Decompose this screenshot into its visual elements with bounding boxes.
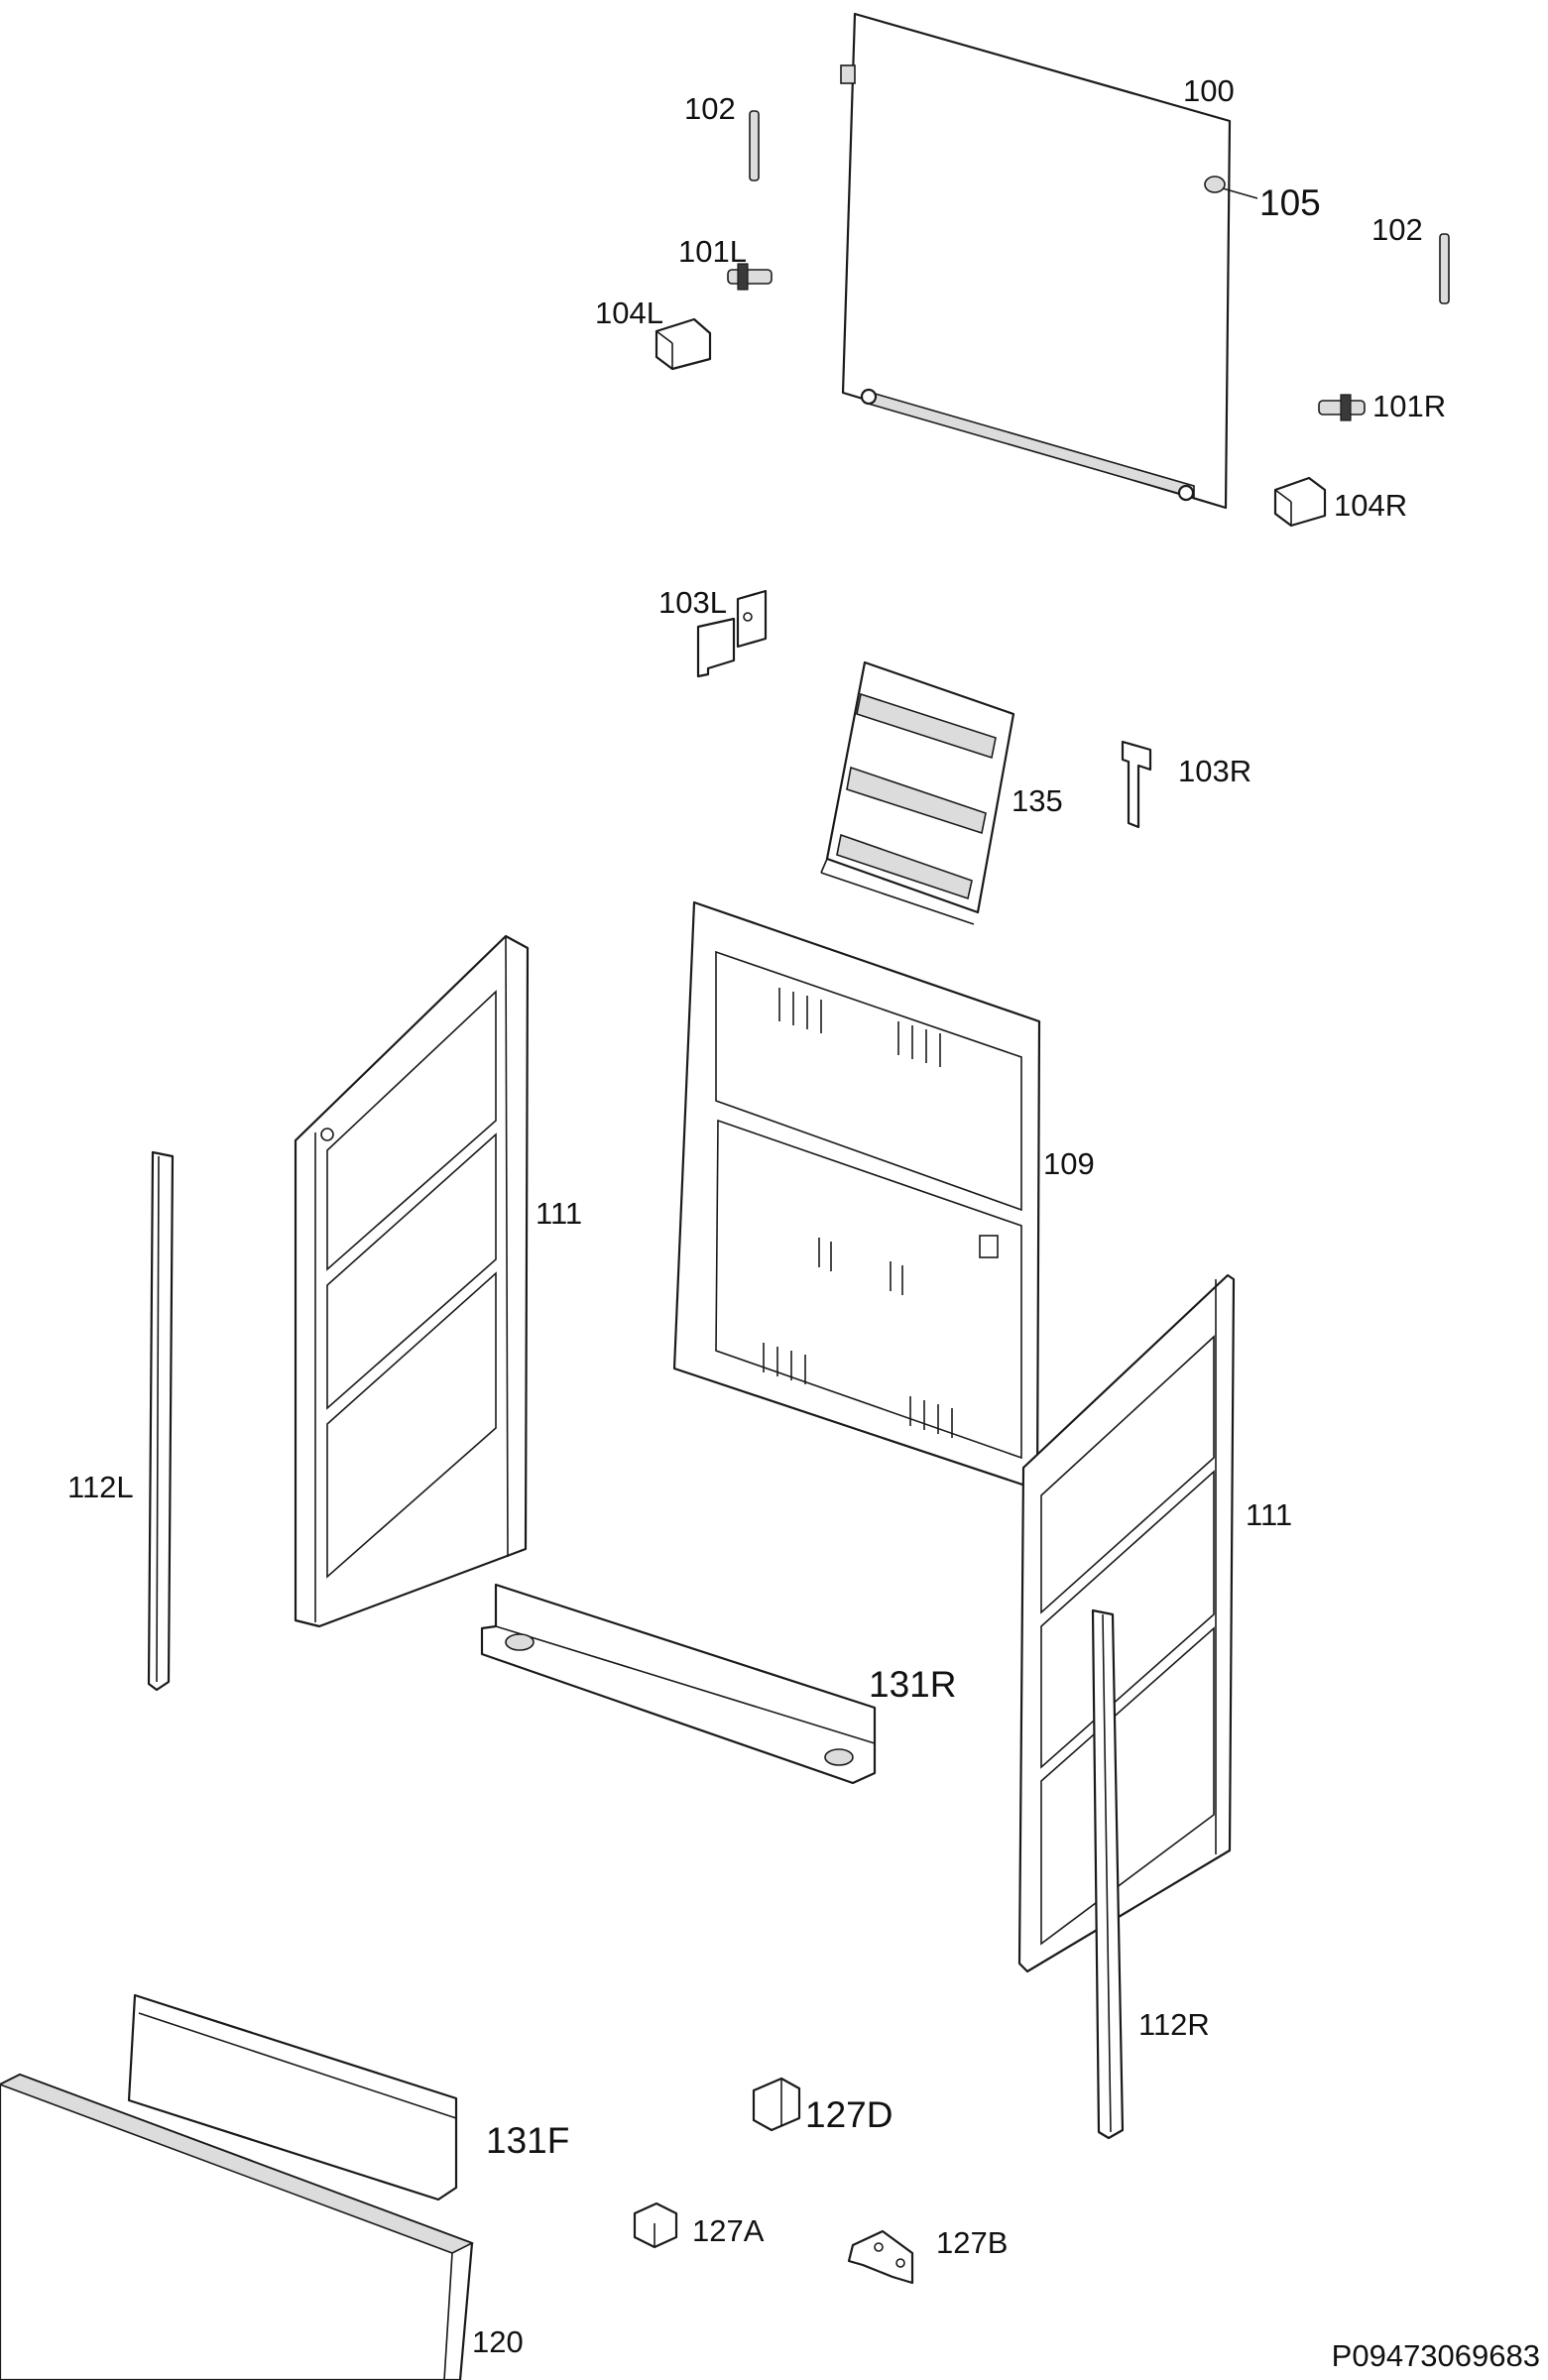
label-103L: 103L: [658, 585, 727, 620]
label-102-right: 102: [1371, 212, 1423, 247]
label-127A: 127A: [692, 2213, 765, 2248]
part-135-shield[interactable]: [820, 660, 1015, 925]
part-127B-bracket[interactable]: [847, 2229, 914, 2285]
label-105: 105: [1259, 182, 1321, 223]
drawing-reference-number: P09473069683: [1331, 2338, 1540, 2373]
part-103R-bracket[interactable]: [1121, 740, 1152, 829]
part-102-right[interactable]: [1439, 233, 1450, 304]
part-112L-strip[interactable]: [147, 1150, 175, 1692]
label-111-right: 111: [1246, 1497, 1293, 1532]
part-127A-block[interactable]: [633, 2202, 678, 2249]
part-101R-pin[interactable]: [1318, 394, 1366, 421]
label-127D: 127D: [805, 2094, 893, 2135]
part-101L-pin[interactable]: [727, 263, 773, 291]
part-102-left[interactable]: [749, 110, 760, 181]
part-127D-clip[interactable]: [752, 2077, 801, 2132]
part-131F-rail[interactable]: [127, 1993, 458, 2202]
label-135: 135: [1012, 783, 1063, 818]
part-112R-strip[interactable]: [1091, 1608, 1125, 2140]
label-103R: 103R: [1178, 754, 1252, 788]
part-104R-block[interactable]: [1273, 476, 1327, 528]
label-109: 109: [1043, 1146, 1095, 1181]
label-101L: 101L: [678, 234, 747, 269]
part-100-panel[interactable]: [840, 12, 1232, 510]
label-111-left: 111: [536, 1196, 583, 1231]
label-131F: 131F: [486, 2120, 570, 2161]
part-105[interactable]: [1204, 176, 1258, 199]
label-100: 100: [1183, 73, 1235, 108]
label-104R: 104R: [1334, 488, 1408, 523]
label-112R: 112R: [1138, 2007, 1210, 2042]
label-127B: 127B: [936, 2225, 1009, 2260]
part-120-kickplate[interactable]: [0, 2073, 475, 2380]
label-102-left: 102: [684, 91, 736, 126]
part-103L-bracket[interactable]: [696, 589, 768, 678]
label-101R: 101R: [1372, 389, 1447, 423]
label-120: 120: [472, 2324, 524, 2359]
part-109-back-panel[interactable]: [672, 900, 1041, 1491]
label-104L: 104L: [595, 296, 663, 330]
part-111-right-frame[interactable]: [1017, 1273, 1236, 1973]
part-131R-rail[interactable]: [480, 1583, 877, 1785]
label-131R: 131R: [869, 1664, 957, 1705]
label-112L: 112L: [67, 1470, 134, 1504]
part-111-left-frame[interactable]: [294, 934, 530, 1628]
part-104L-block[interactable]: [655, 317, 712, 371]
